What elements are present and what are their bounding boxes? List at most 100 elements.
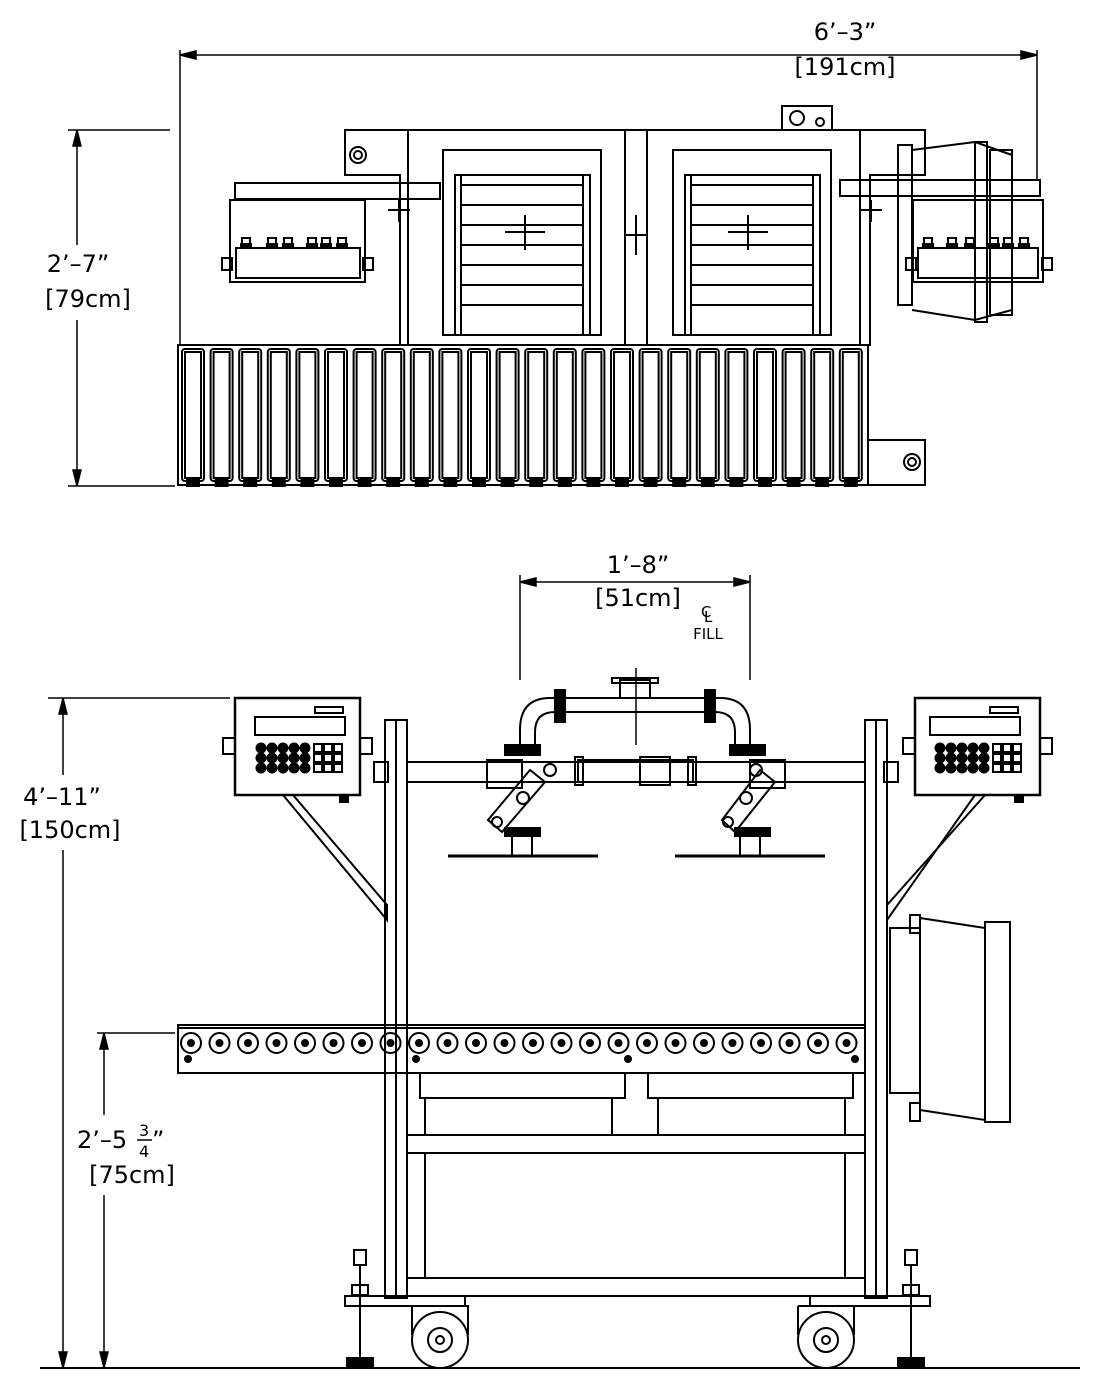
left-indicator (222, 696, 373, 803)
top-roller (238, 348, 263, 487)
front-roller (180, 1032, 202, 1054)
top-roller (667, 348, 692, 487)
top-roller (467, 348, 491, 487)
top-roller (181, 348, 205, 487)
keypad-key (266, 742, 278, 754)
indicator-brackets (280, 794, 988, 924)
keypad-key (978, 762, 990, 774)
top-frame-plate (344, 105, 926, 346)
top-roller (753, 348, 777, 487)
keypad-key (288, 742, 300, 754)
top-roller (638, 348, 663, 487)
front-roller-conveyor (177, 1024, 866, 1074)
fill-manifold (448, 668, 825, 858)
front-roller (778, 1032, 801, 1054)
width-dimension-imperial: 6’–3” (814, 18, 877, 46)
front-roller (294, 1032, 316, 1054)
keypad-key (934, 752, 946, 764)
svg-text:3: 3 (139, 1121, 149, 1140)
keypad-key (313, 763, 323, 773)
keypad-key (299, 742, 311, 754)
keypad-key (255, 752, 267, 764)
top-roller (352, 348, 377, 487)
top-view (68, 50, 1053, 487)
frame-uprights (373, 719, 899, 1299)
conveyor-height-dimension-imperial: 2’–5 3 4 ” (77, 1121, 164, 1161)
keypad-key (323, 763, 333, 773)
front-roller (835, 1032, 858, 1054)
top-roller (610, 348, 634, 487)
left-hopper (442, 149, 602, 336)
front-roller (436, 1032, 459, 1054)
front-roller (208, 1032, 231, 1054)
keypad-key (978, 752, 990, 764)
top-roller (295, 348, 320, 487)
conveyor-bolt (412, 1055, 420, 1063)
svg-text:2’–5: 2’–5 (77, 1126, 127, 1154)
front-roller (550, 1032, 573, 1054)
top-roller (781, 348, 806, 487)
spacing-dimension-metric: [51cm] (595, 584, 681, 612)
right-indicator-top (839, 179, 1053, 283)
terminal-knob (266, 237, 278, 249)
centerline-symbol: C L (701, 603, 713, 626)
keypad-key (277, 762, 289, 774)
front-roller (322, 1032, 345, 1054)
front-roller (750, 1032, 772, 1054)
top-roller (266, 348, 291, 487)
front-roller (807, 1032, 829, 1054)
keypad-key (956, 742, 968, 754)
front-roller (522, 1032, 544, 1054)
right-indicator (902, 696, 1053, 803)
top-roller (381, 348, 406, 487)
height-dimension-line (48, 697, 230, 1369)
height-dimension-metric: [150cm] (19, 816, 120, 844)
terminal-knob (336, 237, 348, 249)
depth-dimension-imperial: 2’–7” (47, 250, 110, 278)
keypad-key (255, 762, 267, 774)
top-roller (695, 348, 720, 487)
terminal-knob (282, 237, 294, 249)
front-roller (607, 1032, 630, 1054)
keypad-key (945, 762, 957, 774)
front-roller (579, 1032, 601, 1054)
keypad-key (1002, 753, 1012, 763)
keypad-key (255, 742, 267, 754)
left-indicator-top (221, 182, 441, 283)
conveyor-bolt (624, 1055, 632, 1063)
keypad-key (945, 752, 957, 764)
keypad-key (934, 742, 946, 754)
keypad-key (945, 742, 957, 754)
keypad-key (992, 753, 1002, 763)
top-roller (810, 348, 835, 487)
front-roller (636, 1032, 658, 1054)
terminal-knob (240, 237, 252, 249)
terminal-knob (964, 237, 976, 249)
keypad-key (1012, 743, 1022, 753)
width-dimension-metric: [191cm] (794, 53, 895, 81)
conveyor-height-dimension-metric: [75cm] (89, 1161, 175, 1189)
depth-dimension-metric: [79cm] (45, 285, 131, 313)
keypad-key (288, 762, 300, 774)
keypad-key (299, 762, 311, 774)
conveyor-bolt (851, 1055, 859, 1063)
keypad-key (967, 762, 979, 774)
spacing-dimension-imperial: 1’–8” (607, 551, 670, 579)
terminal-knob (320, 237, 332, 249)
centerline-label: FILL (693, 625, 723, 643)
keypad-key (266, 762, 278, 774)
keypad-key (313, 743, 323, 753)
printer-top (897, 140, 1013, 323)
keypad-key (967, 752, 979, 764)
keypad-key (956, 762, 968, 774)
top-roller (324, 348, 348, 487)
front-roller (493, 1032, 516, 1054)
front-roller (465, 1032, 487, 1054)
front-roller (721, 1032, 744, 1054)
front-view (40, 575, 1080, 1369)
top-roller (838, 348, 863, 487)
keypad-key (277, 742, 289, 754)
keypad-key (333, 763, 343, 773)
keypad-key (299, 752, 311, 764)
